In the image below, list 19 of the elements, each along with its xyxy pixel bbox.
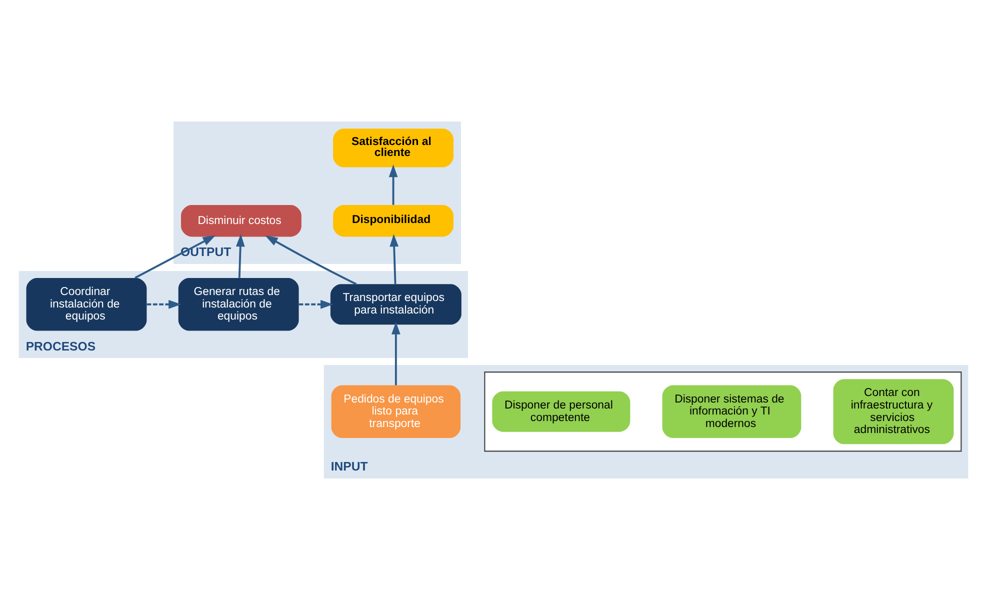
arrow bbox=[265, 234, 357, 285]
node-box: Transportar equipos para instalación bbox=[330, 284, 462, 324]
node-box: Disminuir costos bbox=[181, 204, 302, 236]
cluster bbox=[484, 371, 962, 452]
node-box: Pedidos de equipos listo para transporte bbox=[331, 384, 461, 438]
node-box: Disponer sistemas de información y TI modernos bbox=[662, 384, 802, 438]
node-box: Generar rutas de instalación de equipos bbox=[178, 278, 299, 330]
arrow bbox=[236, 233, 245, 278]
node-box: Satisfacción al cliente bbox=[333, 128, 454, 167]
arrow bbox=[391, 321, 400, 385]
arrow bbox=[134, 234, 216, 278]
arrow bbox=[298, 299, 334, 308]
arrow bbox=[390, 234, 399, 284]
node-box: Disponibilidad bbox=[333, 204, 454, 236]
arrow bbox=[146, 299, 182, 308]
arrow bbox=[388, 164, 398, 204]
node-box: Coordinar instalación de equipos bbox=[26, 278, 147, 330]
node-box: Contar con infraestructura y servicios administrativos bbox=[833, 378, 954, 444]
node-box: Disponer de personal competente bbox=[492, 390, 630, 432]
